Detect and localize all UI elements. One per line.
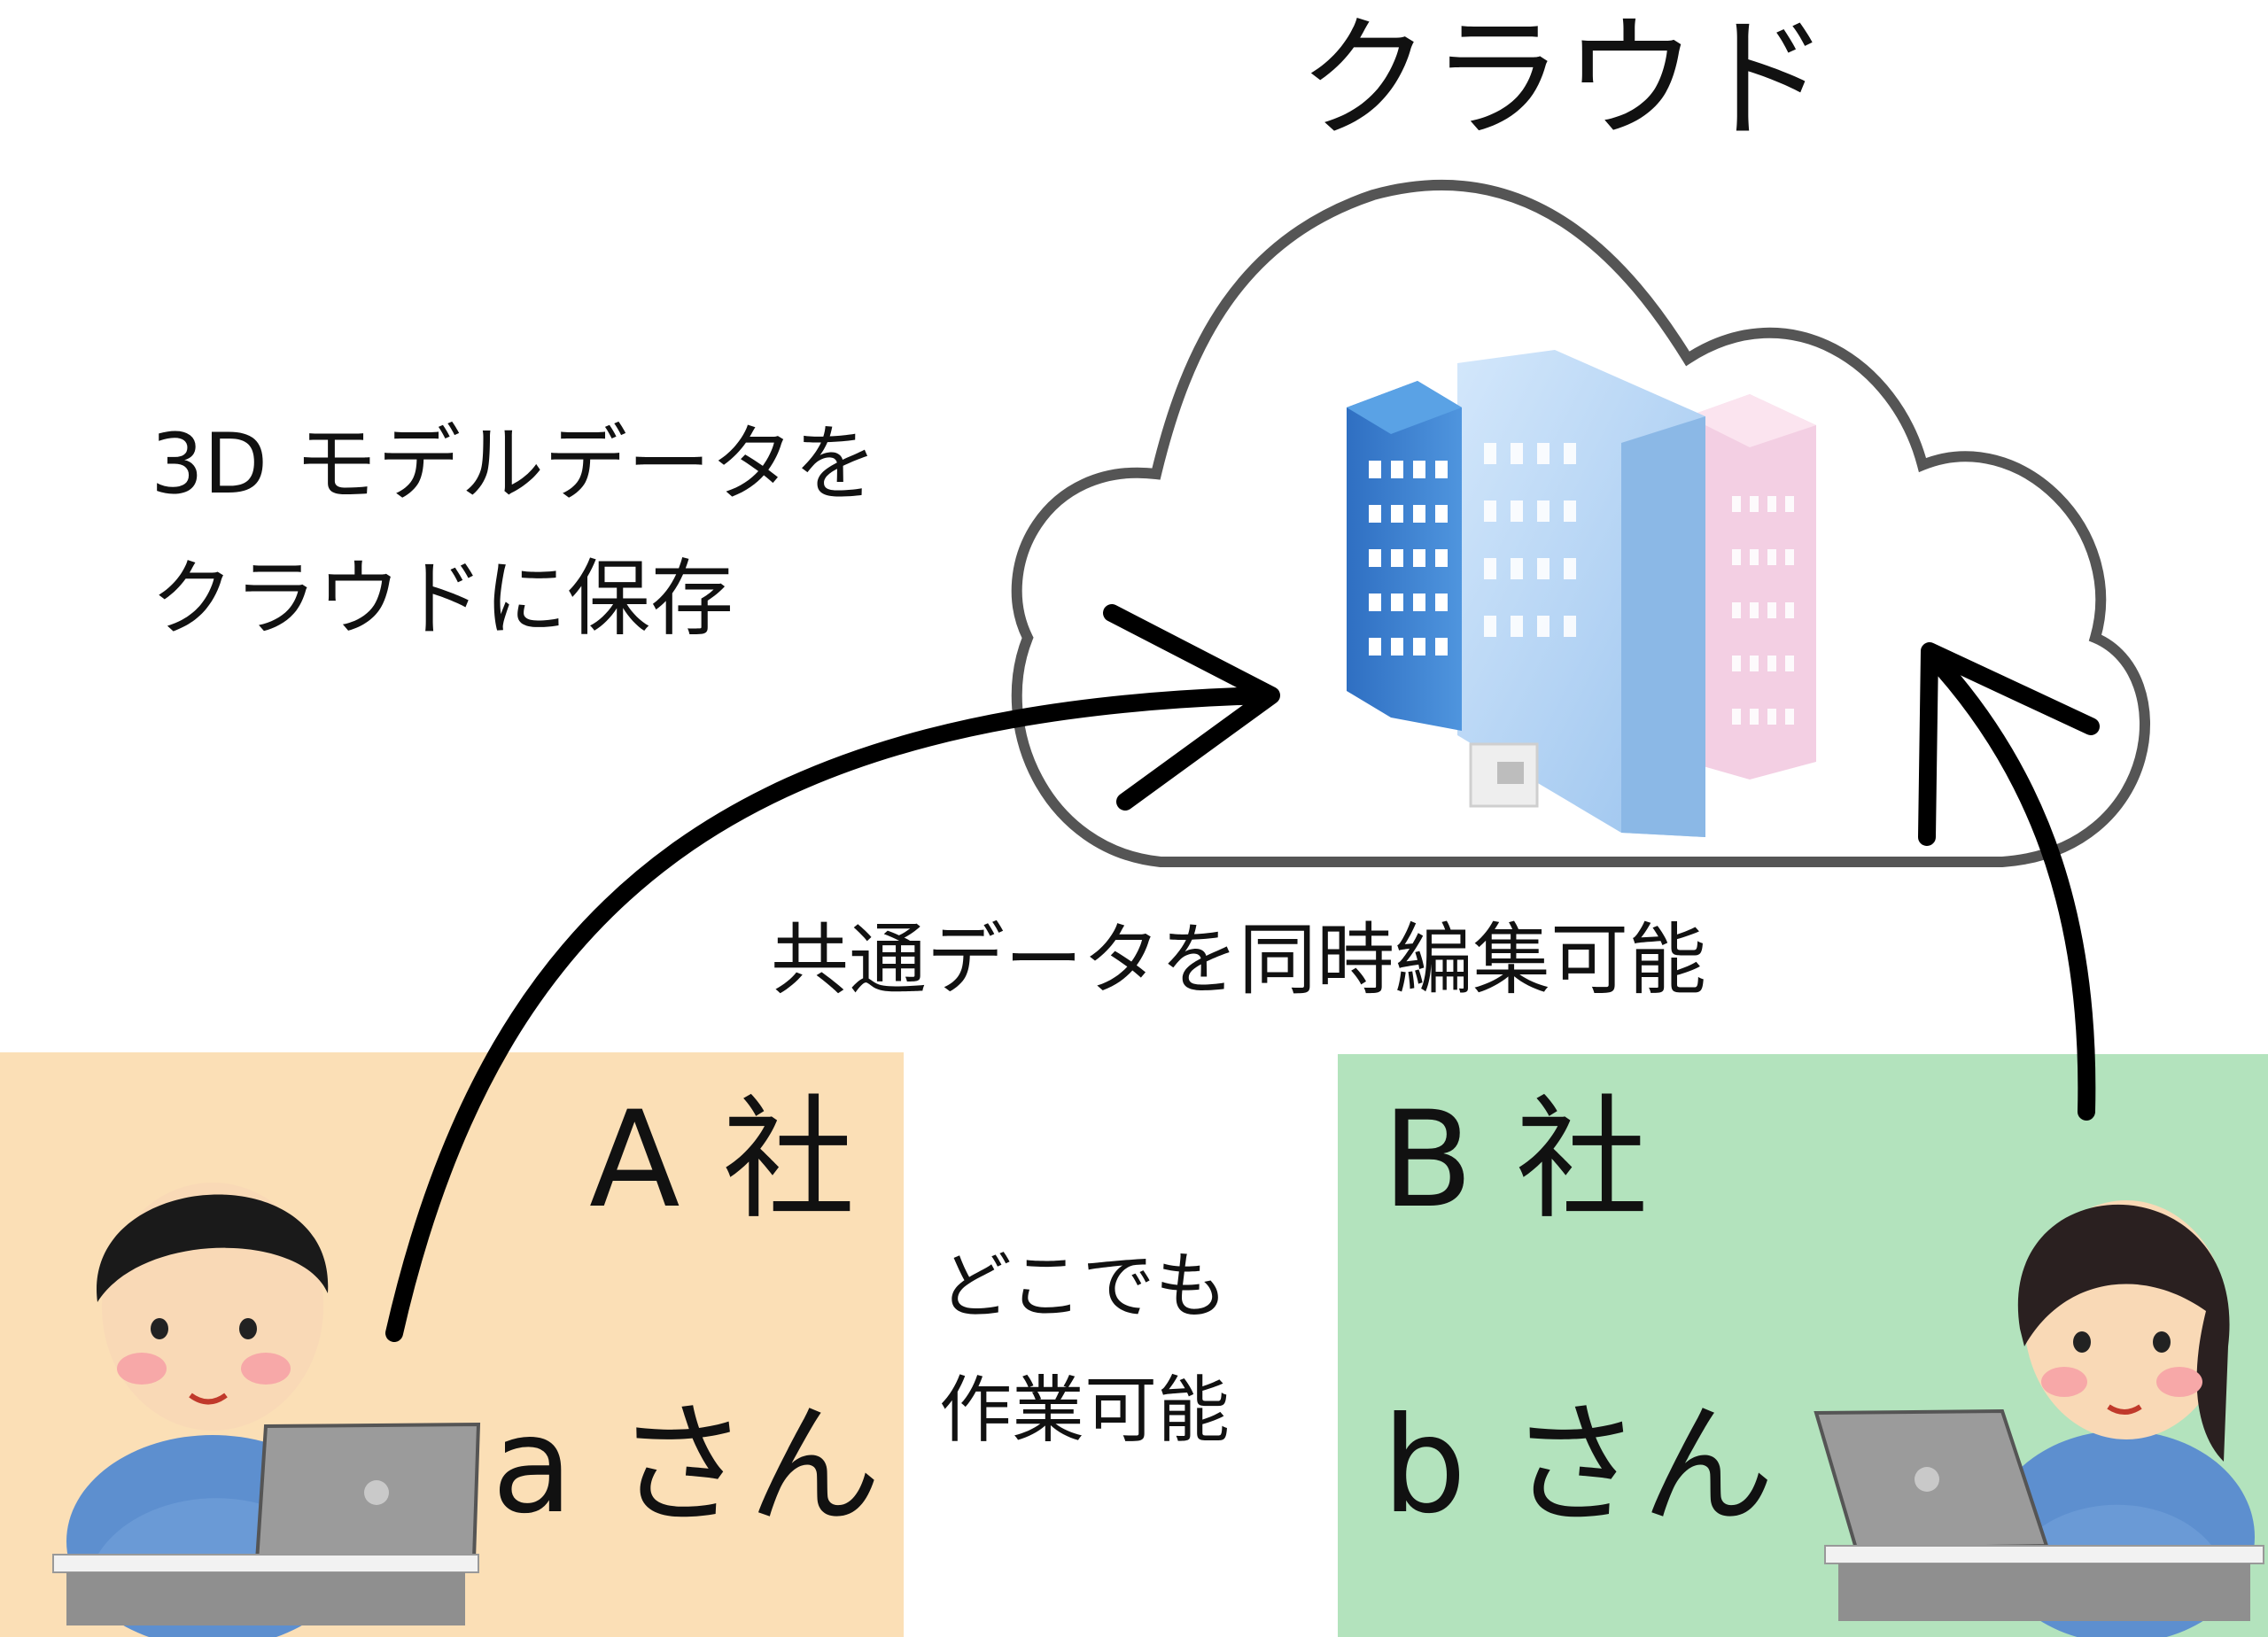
company-a-name: A 社 <box>589 1083 856 1237</box>
company-b-name: B 社 <box>1382 1083 1649 1237</box>
upload-arrow-b <box>1918 642 2100 1121</box>
company-a-person: a さん <box>492 1389 882 1543</box>
save-note-line1: 3D モデルデータを <box>151 416 878 513</box>
cloud-title: クラウド <box>1298 3 1830 157</box>
save-note-line2: クラウドに保存 <box>151 551 734 648</box>
worker-woman-laptop-icon <box>1814 1200 2264 1637</box>
worker-man-laptop-icon <box>52 1183 481 1637</box>
shared-edit-note: 共通データを同時編集可能 <box>771 914 1707 1005</box>
anywhere-note-line2: 作業可能 <box>939 1369 1231 1453</box>
anywhere-note-line1: どこでも <box>939 1245 1228 1329</box>
upload-arrow-a <box>385 604 1280 1342</box>
company-b-person: b さん <box>1382 1389 1775 1543</box>
office-building-icon <box>1347 350 1816 837</box>
